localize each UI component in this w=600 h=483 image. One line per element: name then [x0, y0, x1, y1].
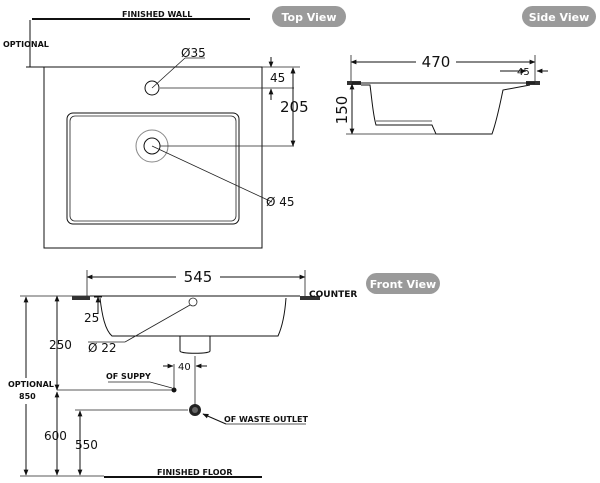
- front-basin-profile: [99, 297, 287, 337]
- finished-floor-label: FINISHED FLOOR: [157, 468, 233, 477]
- overflow-hole: [188, 297, 198, 307]
- side-height: 150: [333, 96, 351, 125]
- side-basin-profile: [361, 84, 531, 135]
- basin-outline: [43, 66, 263, 249]
- front-view-pill: Front View: [366, 273, 440, 294]
- optional-label: OPTIONAL: [3, 40, 49, 49]
- side-view-pill: Side View: [522, 6, 596, 27]
- floor-to-waste: 550: [75, 438, 98, 452]
- front-optional-label: OPTIONAL: [8, 380, 54, 389]
- bowl-outline: [66, 112, 240, 225]
- drain-diameter: Ø 45: [266, 195, 295, 209]
- floor-to-counter: 600: [44, 429, 67, 443]
- basin-height: 250: [49, 338, 72, 352]
- supply-label: OF SUPPY: [106, 372, 151, 381]
- front-view: 545 COUNTER 25 Ø 22 250 OPTIONAL 850: [4, 268, 357, 478]
- supply-offset: 40: [178, 362, 191, 373]
- side-rim: 45: [517, 67, 530, 78]
- top-view-label: Top View: [281, 11, 336, 24]
- finished-wall-label: FINISHED WALL: [122, 10, 192, 19]
- side-view: 470 45 150: [333, 53, 548, 135]
- waste-outlet-label: OF WASTE OUTLET: [224, 415, 308, 424]
- optional-height: 850: [19, 392, 36, 401]
- front-rim-depth: 25: [84, 311, 99, 325]
- front-view-label: Front View: [370, 278, 436, 291]
- front-width: 545: [184, 268, 213, 286]
- top-view-pill: Top View: [272, 6, 346, 27]
- tap-hole-diameter: Ø35: [181, 46, 206, 60]
- top-view: FINISHED WALL OPTIONAL Ø35 Ø 45 45 205: [3, 10, 309, 249]
- side-width: 470: [422, 53, 451, 71]
- counter-label: COUNTER: [309, 290, 357, 300]
- overflow-diameter: Ø 22: [88, 341, 117, 355]
- drain-offset: 205: [280, 98, 309, 116]
- tap-hole-offset: 45: [270, 71, 285, 85]
- side-view-label: Side View: [529, 11, 590, 24]
- drain-body: [179, 336, 211, 354]
- tap-hole: [144, 80, 160, 96]
